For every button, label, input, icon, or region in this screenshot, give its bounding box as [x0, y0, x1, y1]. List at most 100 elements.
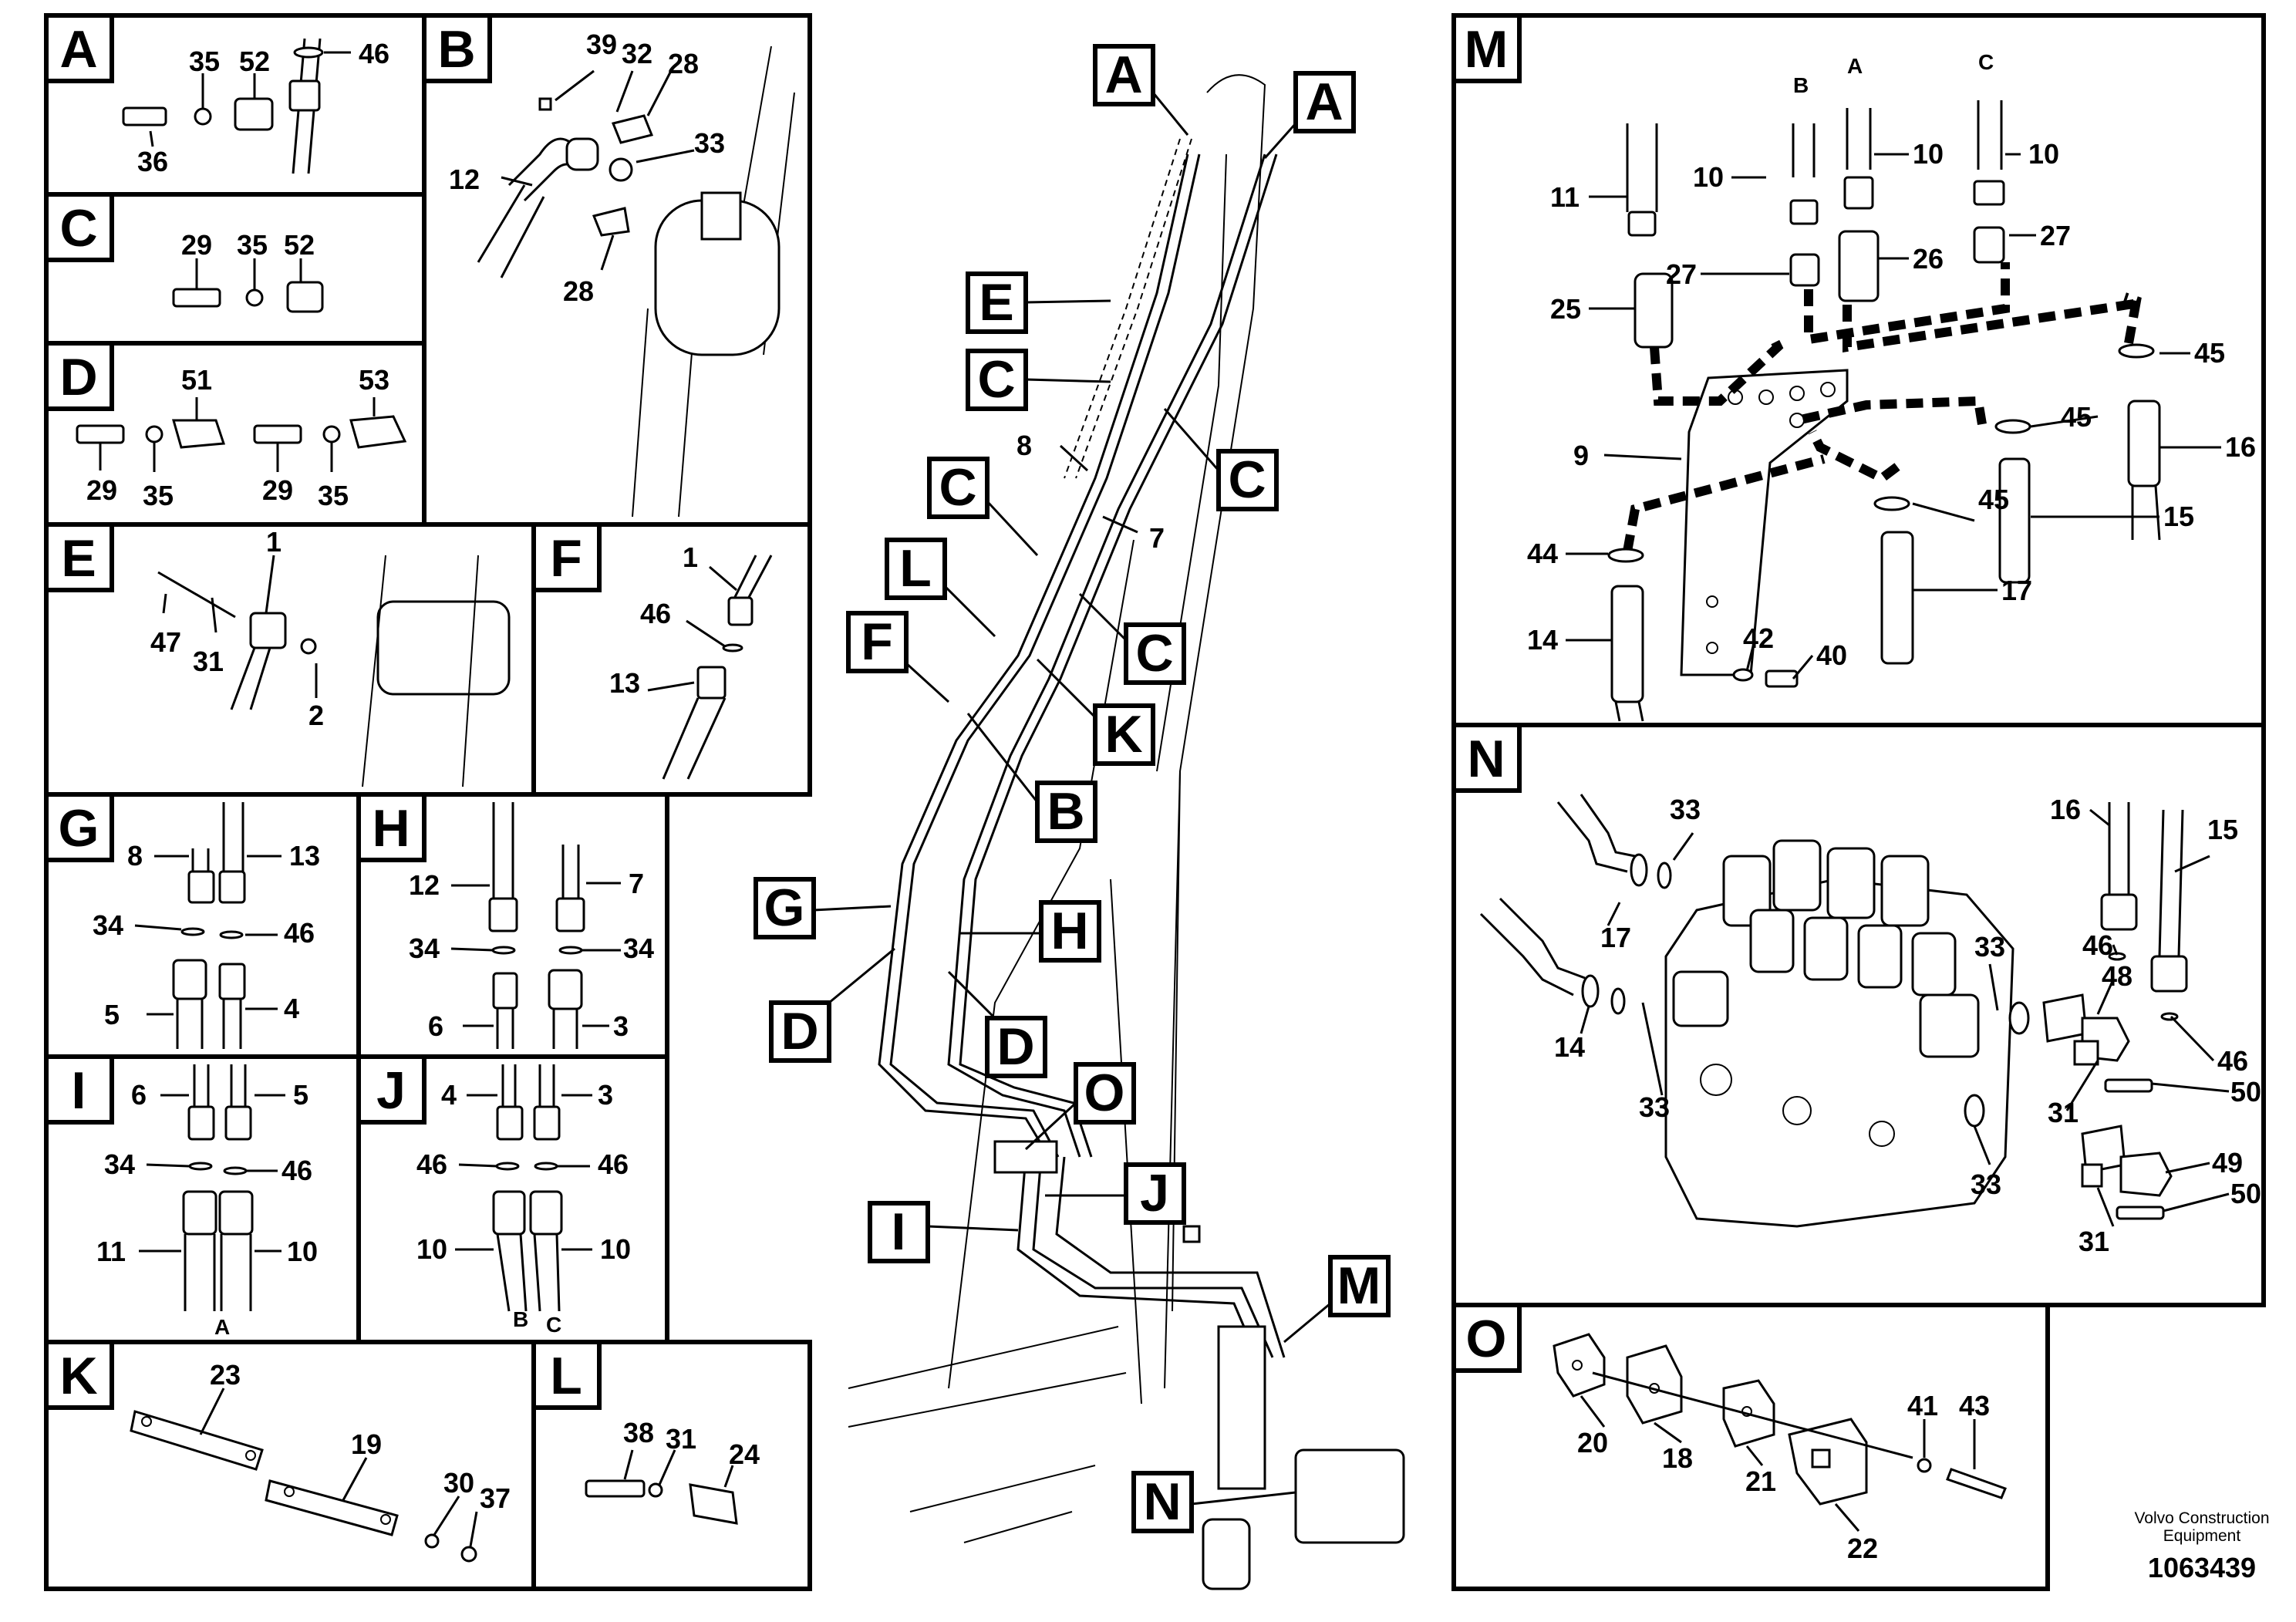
label-31: 31: [666, 1423, 696, 1455]
label-2: 2: [308, 700, 324, 731]
panel-g-tag: G: [44, 792, 114, 862]
svg-text:F: F: [550, 529, 582, 588]
svg-text:I: I: [72, 1061, 86, 1120]
label-34: 34: [104, 1148, 135, 1180]
label-50b: 50: [2230, 1178, 2261, 1209]
callout-g: G: [754, 877, 816, 939]
svg-text:G: G: [59, 799, 99, 858]
label-hose-a: A: [1847, 54, 1863, 78]
svg-text:D: D: [996, 1017, 1034, 1076]
label-33a: 33: [1670, 794, 1701, 825]
svg-text:G: G: [764, 878, 805, 937]
label-10c: 10: [2028, 138, 2059, 170]
panel-i: I 6 5 34 46 11 10 A: [44, 1054, 361, 1344]
callout-c3: C: [927, 457, 990, 519]
label-8: 8: [1017, 430, 1032, 461]
panel-n: N: [1451, 723, 2266, 1307]
panel-l-parts: [585, 1479, 738, 1525]
svg-text:C: C: [977, 350, 1015, 409]
label-28: 28: [668, 48, 699, 79]
panel-f: F 1 46 13: [531, 522, 812, 797]
label-40: 40: [1816, 639, 1847, 671]
svg-text:A: A: [59, 20, 97, 79]
label-43: 43: [1959, 1390, 1990, 1421]
label-53: 53: [359, 364, 389, 396]
panel-f-tag: F: [531, 522, 602, 592]
label-10b: 10: [1913, 138, 1944, 170]
label-18: 18: [1662, 1442, 1693, 1474]
label-10: 10: [287, 1236, 318, 1267]
label-46b: 46: [2217, 1045, 2248, 1077]
label-17: 17: [1600, 922, 1631, 953]
label-6: 6: [428, 1010, 443, 1042]
svg-text:H: H: [372, 799, 410, 858]
panel-l-tag: L: [531, 1340, 602, 1410]
label-49: 49: [2212, 1147, 2243, 1179]
label-52: 52: [284, 229, 315, 261]
label-hose-b: B: [1793, 73, 1809, 97]
panel-b-tag: B: [422, 13, 492, 83]
panel-f-parts: [662, 555, 773, 780]
panel-j-parts: [492, 1064, 563, 1312]
label-36: 36: [137, 146, 168, 177]
svg-text:F: F: [861, 612, 893, 671]
panel-d-parts: [76, 415, 407, 449]
svg-text:C: C: [1135, 624, 1173, 683]
callout-j: J: [1124, 1162, 1186, 1225]
callout-l: L: [885, 538, 947, 600]
callout-d1: D: [769, 1000, 831, 1063]
label-32: 32: [622, 38, 652, 69]
label-23: 23: [210, 1359, 241, 1391]
svg-text:M: M: [1337, 1256, 1381, 1315]
label-hose-c: C: [1978, 50, 1994, 74]
callout-b: B: [1035, 781, 1097, 843]
label-31b: 31: [2079, 1226, 2109, 1257]
label-hose-b: B: [513, 1307, 528, 1331]
panel-e-parts: [157, 555, 511, 787]
label-13: 13: [609, 667, 640, 699]
label-50a: 50: [2230, 1076, 2261, 1108]
label-29: 29: [181, 229, 212, 261]
label-15: 15: [2163, 501, 2194, 532]
label-29a: 29: [86, 474, 117, 506]
label-35: 35: [237, 229, 268, 261]
callout-c4: C: [1124, 622, 1186, 685]
label-31: 31: [193, 646, 224, 677]
panel-g-parts: [172, 802, 246, 1049]
label-35: 35: [189, 46, 220, 77]
svg-text:K: K: [59, 1347, 97, 1405]
label-3: 3: [598, 1079, 613, 1111]
label-3: 3: [613, 1010, 629, 1042]
label-8: 8: [127, 840, 143, 872]
callout-d2: D: [985, 1016, 1047, 1078]
label-10a: 10: [416, 1233, 447, 1265]
credit-line-2: Equipment: [2163, 1527, 2241, 1545]
overview-callouts: A A E C C C L C F K B G H D D O J I M: [754, 44, 1391, 1533]
label-34b: 34: [623, 932, 654, 964]
panel-k: K 23 19 30 37: [44, 1340, 536, 1591]
callout-c1: C: [966, 349, 1028, 411]
svg-text:L: L: [899, 539, 932, 598]
label-17: 17: [2001, 575, 2032, 606]
panel-j-tag: J: [356, 1054, 426, 1125]
panel-b-parts: [477, 46, 795, 518]
panel-h-parts: [488, 802, 585, 1049]
svg-text:B: B: [1047, 782, 1084, 841]
label-34a: 34: [409, 932, 440, 964]
label-14: 14: [1527, 624, 1558, 656]
panel-d: D 51 53 29 35 29 35: [44, 341, 426, 527]
label-46b: 46: [598, 1148, 629, 1180]
svg-text:C: C: [939, 458, 976, 517]
panel-e-tag: E: [44, 522, 114, 592]
panel-n-tag: N: [1451, 723, 1522, 793]
callout-h: H: [1039, 900, 1101, 963]
label-24: 24: [729, 1438, 760, 1470]
svg-text:N: N: [1143, 1472, 1181, 1531]
label-48: 48: [2102, 960, 2132, 992]
label-1: 1: [683, 541, 698, 573]
label-7: 7: [629, 868, 644, 899]
callout-a1: A: [1093, 44, 1155, 106]
label-46a: 46: [416, 1148, 447, 1180]
svg-text:H: H: [1050, 902, 1088, 960]
